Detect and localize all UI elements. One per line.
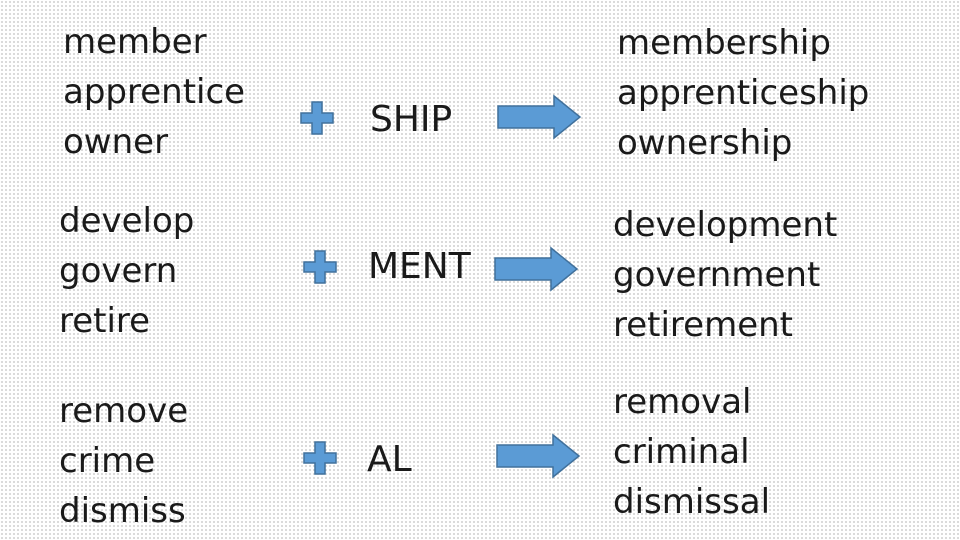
arrow-right-icon bbox=[494, 246, 579, 292]
result-words-list: development government retirement bbox=[613, 200, 837, 350]
base-words-list: develop govern retire bbox=[59, 196, 194, 346]
result-words-list: membership apprenticeship ownership bbox=[617, 18, 869, 168]
base-word: apprentice bbox=[63, 72, 246, 112]
result-word: dismissal bbox=[613, 482, 771, 522]
suffix-label: AL bbox=[367, 439, 412, 480]
base-word: member bbox=[63, 22, 207, 62]
result-word: apprenticeship bbox=[617, 73, 870, 113]
base-word: govern bbox=[59, 251, 178, 291]
result-words-list: removal criminal dismissal bbox=[613, 377, 770, 527]
base-word: crime bbox=[59, 441, 156, 481]
base-word: dismiss bbox=[59, 491, 186, 531]
suffix-label: SHIP bbox=[370, 99, 453, 140]
base-word: remove bbox=[59, 391, 189, 431]
base-words-list: member apprentice owner bbox=[63, 17, 245, 167]
plus-icon bbox=[303, 441, 337, 475]
arrow-right-icon bbox=[497, 94, 582, 140]
plus-icon bbox=[303, 250, 337, 284]
plus-icon bbox=[300, 101, 334, 135]
arrow-right-icon bbox=[496, 433, 581, 479]
result-word: criminal bbox=[613, 432, 750, 472]
base-word: develop bbox=[59, 201, 195, 241]
result-word: removal bbox=[613, 382, 752, 422]
result-word: ownership bbox=[617, 123, 793, 163]
result-word: development bbox=[613, 205, 838, 245]
result-word: government bbox=[613, 255, 821, 295]
result-word: membership bbox=[617, 23, 831, 63]
base-word: owner bbox=[63, 122, 169, 162]
result-word: retirement bbox=[613, 305, 793, 345]
base-words-list: remove crime dismiss bbox=[59, 386, 188, 536]
suffix-label: MENT bbox=[368, 246, 471, 287]
base-word: retire bbox=[59, 301, 151, 341]
